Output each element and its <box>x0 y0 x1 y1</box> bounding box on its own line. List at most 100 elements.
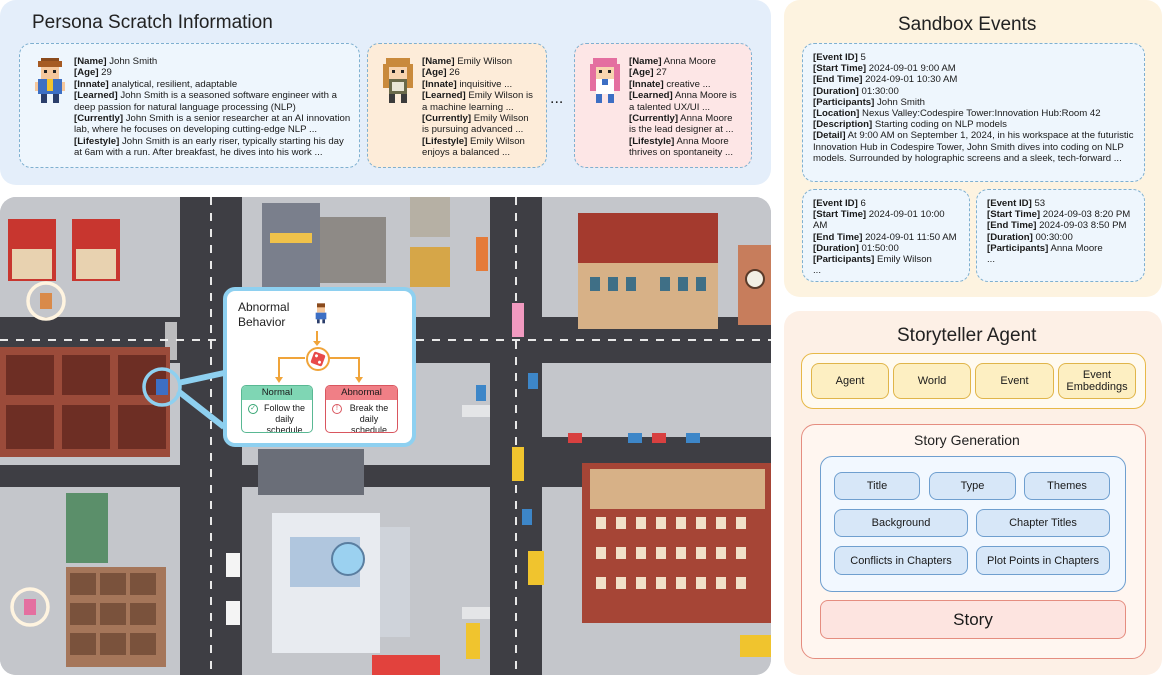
persona-field-value: Anna Moore <box>678 113 733 125</box>
persona-field-value: deep passion for natural language proces… <box>74 101 296 113</box>
persona-line: a talented UX/UI ... <box>629 102 745 113</box>
input-agent: Agent <box>811 363 889 399</box>
persona-field-value: John Smith is a seasoned software engine… <box>117 90 337 102</box>
event-line: [Participants] Emily Wilson <box>813 254 959 265</box>
event-line: [End Time] 2024-09-01 11:50 AM <box>813 232 959 243</box>
callout-arrows <box>275 331 363 383</box>
event-line: [Description] Starting coding on NLP mod… <box>813 119 1134 130</box>
persona-line: is the lead designer at ... <box>629 124 745 135</box>
event-field-value: John Smith <box>874 96 925 108</box>
persona-line: [Learned] John Smith is a seasoned softw… <box>74 90 353 101</box>
event-field-key: [Event ID] <box>813 52 858 63</box>
event-field-value: models. Surrounded by holographic screen… <box>813 152 1122 164</box>
persona-field-key: [Name] <box>629 56 662 67</box>
persona-field-value: is the lead designer at ... <box>629 124 734 136</box>
persona-field-value: a machine learning ... <box>422 101 514 113</box>
persona-field-key: [Age] <box>74 67 99 79</box>
event-field-key: [Duration] <box>813 242 859 254</box>
element-title: Title <box>834 472 920 500</box>
input-event-embeddings: Event Embeddings <box>1058 363 1136 399</box>
event-field-key: [Start Time] <box>813 63 867 75</box>
persona-field-value: Anna Moore <box>661 56 716 67</box>
persona-field-value: thrives on spontaneity ... <box>629 147 733 159</box>
event-card-53: [Event ID] 53[Start Time] 2024-09-03 8:2… <box>976 189 1145 282</box>
event-line: [Duration] 01:50:00 <box>813 243 959 254</box>
event-line: Innovation Hub in Codespire Tower, John … <box>813 142 1134 153</box>
persona-field-key: [Learned] <box>629 90 673 102</box>
persona-line: [Lifestyle] Anna Moore <box>629 136 745 147</box>
persona-line: [Learned] Anna Moore is <box>629 90 745 101</box>
persona-line: [Age] 26 <box>422 67 540 78</box>
persona-field-value: is pursuing advanced ... <box>422 124 524 136</box>
storyteller-title: Storyteller Agent <box>897 325 1037 346</box>
persona-field-key: [Lifestyle] <box>74 135 120 147</box>
event-field-value: 6 <box>857 198 866 209</box>
persona-field-key: [Name] <box>422 56 455 67</box>
persona-card-anna-text: [Name] Anna Moore[Age] 27[Innate] creati… <box>629 56 745 159</box>
persona-line: a machine learning ... <box>422 102 540 113</box>
event-line: [Start Time] 2024-09-01 10:00 AM <box>813 209 959 231</box>
persona-line: [Currently] John Smith is a senior resea… <box>74 113 353 124</box>
persona-field-value: Emily Wilson <box>467 135 525 147</box>
event-field-value: 00:30:00 <box>1032 231 1073 243</box>
persona-field-value: enjoys a balanced ... <box>422 147 511 159</box>
event-field-value: 53 <box>1031 198 1046 209</box>
event-field-value: 2024-09-03 8:50 PM <box>1036 220 1127 232</box>
persona-field-value: lab, where he focuses on developing cutt… <box>74 124 318 136</box>
persona-field-key: [Lifestyle] <box>422 135 468 147</box>
persona-field-key: [Innate] <box>629 78 664 90</box>
event-field-value: 01:30:00 <box>858 85 899 97</box>
event-field-key: [Location] <box>813 108 860 120</box>
persona-field-key: [Currently] <box>422 113 472 125</box>
input-event: Event <box>975 363 1054 399</box>
event-line: [Participants] Anna Moore <box>987 243 1134 254</box>
persona-line: [Innate] analytical, resilient, adaptabl… <box>74 79 353 90</box>
persona-field-value: 26 <box>446 67 460 79</box>
event-field-key: [End Time] <box>813 231 863 243</box>
event-card-5: [Event ID] 5[Start Time] 2024-09-01 9:00… <box>802 43 1145 182</box>
persona-field-value: Anna Moore <box>674 135 729 147</box>
check-icon: ✓ <box>248 404 258 414</box>
persona-line: [Learned] Emily Wilson is <box>422 90 540 101</box>
persona-line: enjoys a balanced ... <box>422 147 540 158</box>
persona-line: is pursuing advanced ... <box>422 124 540 135</box>
persona-line: [Lifestyle] John Smith is an early riser… <box>74 136 353 147</box>
persona-line: [Age] 27 <box>629 67 745 78</box>
persona-field-key: [Name] <box>74 56 107 67</box>
persona-line: [Lifestyle] Emily Wilson <box>422 136 540 147</box>
event-field-key: [Duration] <box>987 231 1033 243</box>
persona-field-value: Anna Moore is <box>672 90 737 102</box>
event-field-value: 2024-09-01 10:00 AM <box>813 209 945 232</box>
abnormal-text: Break the daily schedule <box>349 403 389 433</box>
event-line: [End Time] 2024-09-03 8:50 PM <box>987 220 1134 231</box>
event-line: [Detail] At 9:00 AM on September 1, 2024… <box>813 130 1134 141</box>
persona-line: deep passion for natural language proces… <box>74 102 353 113</box>
event-line: [Event ID] 53 <box>987 198 1134 209</box>
dice-icon <box>306 347 330 371</box>
persona-field-key: [Currently] <box>629 113 679 125</box>
abnormal-option: Abnormal ! Break the daily schedule <box>325 385 398 433</box>
element-themes: Themes <box>1024 472 1110 500</box>
event-field-key: [Description] <box>813 119 873 131</box>
john-avatar-icon <box>35 58 65 103</box>
event-field-value: 5 <box>857 52 866 63</box>
event-field-value: Nexus Valley:Codespire Tower:Innovation … <box>859 108 1101 120</box>
persona-card-emily-text: [Name] Emily Wilson[Age] 26[Innate] inqu… <box>422 56 540 159</box>
event-line: models. Surrounded by holographic screen… <box>813 153 1134 164</box>
element-conflicts: Conflicts in Chapters <box>834 546 968 575</box>
persona-field-value: a talented UX/UI ... <box>629 101 711 113</box>
persona-field-value: 27 <box>653 67 667 79</box>
element-background: Background <box>834 509 968 537</box>
persona-line: [Innate] creative ... <box>629 79 745 90</box>
event-field-key: [Participants] <box>813 96 875 108</box>
abnormal-label: Abnormal <box>326 386 397 400</box>
persona-line: [Age] 29 <box>74 67 353 78</box>
normal-label: Normal <box>242 386 312 400</box>
persona-line: [Currently] Anna Moore <box>629 113 745 124</box>
normal-option: Normal ✓ Follow the daily schedule <box>241 385 313 433</box>
persona-field-key: [Learned] <box>74 90 118 102</box>
persona-field-key: [Learned] <box>422 90 466 102</box>
persona-field-value: John Smith is a senior researcher at an … <box>123 113 351 125</box>
element-chapter-titles: Chapter Titles <box>976 509 1110 537</box>
element-plot-points: Plot Points in Chapters <box>976 546 1110 575</box>
